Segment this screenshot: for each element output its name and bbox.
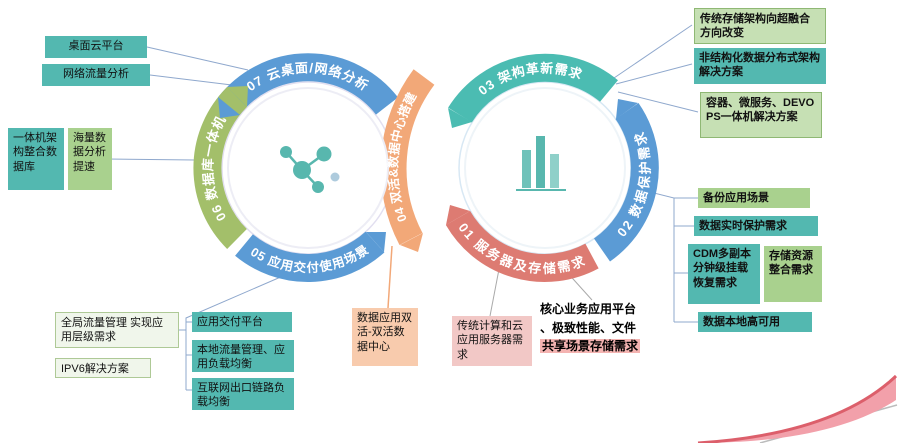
label-ipv6-solution: IPV6解决方案 xyxy=(55,358,151,378)
connector-network-traffic xyxy=(149,74,241,87)
arrow-03-icon xyxy=(448,108,472,128)
core-line-1: 核心业务应用平台 xyxy=(540,302,637,316)
arc-03-architecture xyxy=(448,53,618,123)
label-traditional-cloud-server-needs: 传统计算和云应用服务器需求 xyxy=(452,316,532,366)
label-core-business-storage-needs: 核心业务应用平台 、极致性能、文件 共享场景存储需求 xyxy=(540,300,656,356)
connector-unstructured xyxy=(615,63,693,85)
core-line-3: 共享场景存储需求 xyxy=(540,339,641,354)
arc-05-app-delivery xyxy=(235,231,385,282)
connector-left-spine xyxy=(185,275,284,390)
label-container-devops: 容器、微服务、DEVOPS一体机解决方案 xyxy=(700,92,822,138)
label-internet-link-load-balancing: 互联网出口链路负载均衡 xyxy=(192,378,294,410)
connector-hci xyxy=(613,24,693,79)
arrow-05-icon xyxy=(366,232,386,252)
bar-chart-icon xyxy=(516,136,566,191)
label-global-traffic-management: 全局流量管理 实现应用层级需求 xyxy=(55,312,179,348)
label-allinone-db-consolidation: 一体机架构整合数据库 xyxy=(8,128,64,190)
label-desktop-cloud-platform: 桌面云平台 xyxy=(45,36,147,58)
label-app-delivery-platform: 应用交付平台 xyxy=(192,312,292,332)
swoosh-decoration xyxy=(697,374,898,443)
arrow-01-icon xyxy=(446,205,470,225)
label-dual-active-datacenter: 数据应用双活-双活数据中心 xyxy=(352,308,418,366)
arrow-02-icon xyxy=(616,99,638,119)
network-icon xyxy=(280,146,340,193)
arrow-06-icon xyxy=(227,86,248,107)
label-network-traffic-analysis: 网络流量分析 xyxy=(42,64,150,86)
label-realtime-protection: 数据实时保护需求 xyxy=(694,216,818,236)
core-line-2: 、极致性能、文件 xyxy=(540,320,637,335)
arc-01-server-storage xyxy=(445,210,599,282)
arrow-07-icon xyxy=(218,97,240,118)
label-cdm-recovery: CDM多副本分钟级挂载恢复需求 xyxy=(688,244,760,304)
label-local-high-availability: 数据本地高可用 xyxy=(698,312,812,332)
label-backup-scenario: 备份应用场景 xyxy=(698,188,810,208)
label-storage-to-hci: 传统存储架构向超融合方向改变 xyxy=(694,8,826,44)
arc-02-data-protection xyxy=(593,103,659,262)
label-unstructured-distributed: 非结构化数据分布式架构解决方案 xyxy=(694,48,826,84)
arc-04-dual-active xyxy=(380,69,435,246)
connector-container xyxy=(617,91,699,113)
label-massive-data-speedup: 海量数据分析提速 xyxy=(68,128,112,190)
connector-desktop-cloud xyxy=(146,46,249,71)
connector-db-boxes xyxy=(105,158,196,161)
label-storage-consolidation: 存储资源整合需求 xyxy=(764,246,822,302)
arrow-04-icon xyxy=(400,233,423,252)
label-local-load-balancing: 本地流量管理、应用负载均衡 xyxy=(192,340,294,372)
connector-dual-active xyxy=(387,245,393,309)
